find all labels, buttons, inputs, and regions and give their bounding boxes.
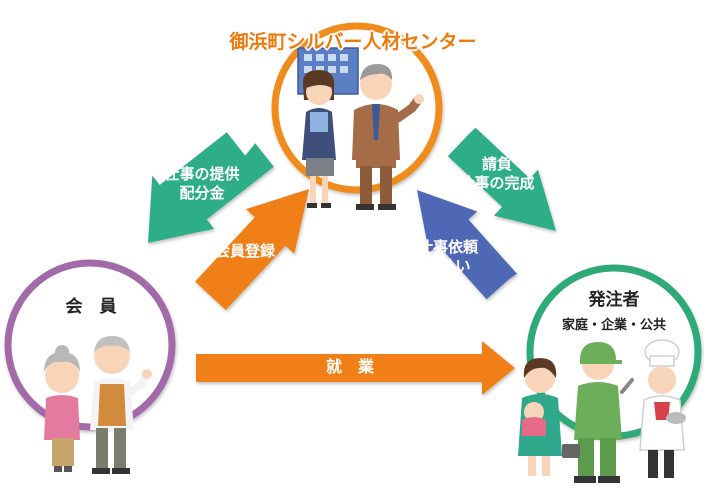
center-title: 御浜町シルバー人材センター xyxy=(229,31,477,53)
arrow-provide-work-label: 仕事の提供 配分金 xyxy=(152,165,252,203)
contract-line1: 請負 xyxy=(481,155,512,173)
register-line1: 会員登録 xyxy=(214,242,275,260)
employment-line1: 就 業 xyxy=(325,357,374,376)
member-elderly-illustration xyxy=(44,336,152,474)
request-line1: 仕事依頼 xyxy=(417,238,478,256)
arrow-register xyxy=(195,189,309,310)
request-line2: 支払い xyxy=(425,257,471,275)
arrow-contract-label: 請負 仕事の完成 xyxy=(442,155,552,193)
arrow-request xyxy=(417,190,517,300)
center-staff-illustration xyxy=(297,47,424,210)
member-title: 会 員 xyxy=(65,297,117,317)
arrow-employment xyxy=(196,341,515,395)
provide-work-line1: 仕事の提供 xyxy=(164,165,240,183)
client-title: 発注者 xyxy=(588,290,640,310)
arrow-provide-work xyxy=(148,132,274,243)
arrow-register-label: 会員登録 xyxy=(200,242,290,261)
arrow-contract xyxy=(447,127,556,231)
client-people-illustration xyxy=(518,339,686,483)
provide-work-line2: 配分金 xyxy=(179,184,225,202)
contract-line2: 仕事の完成 xyxy=(459,174,535,192)
arrow-employment-label: 就 業 xyxy=(300,357,400,376)
arrow-request-label: 仕事依頼 支払い xyxy=(400,238,496,276)
client-subtitle: 家庭・企業・公共 xyxy=(561,318,666,333)
member-circle xyxy=(4,259,176,431)
